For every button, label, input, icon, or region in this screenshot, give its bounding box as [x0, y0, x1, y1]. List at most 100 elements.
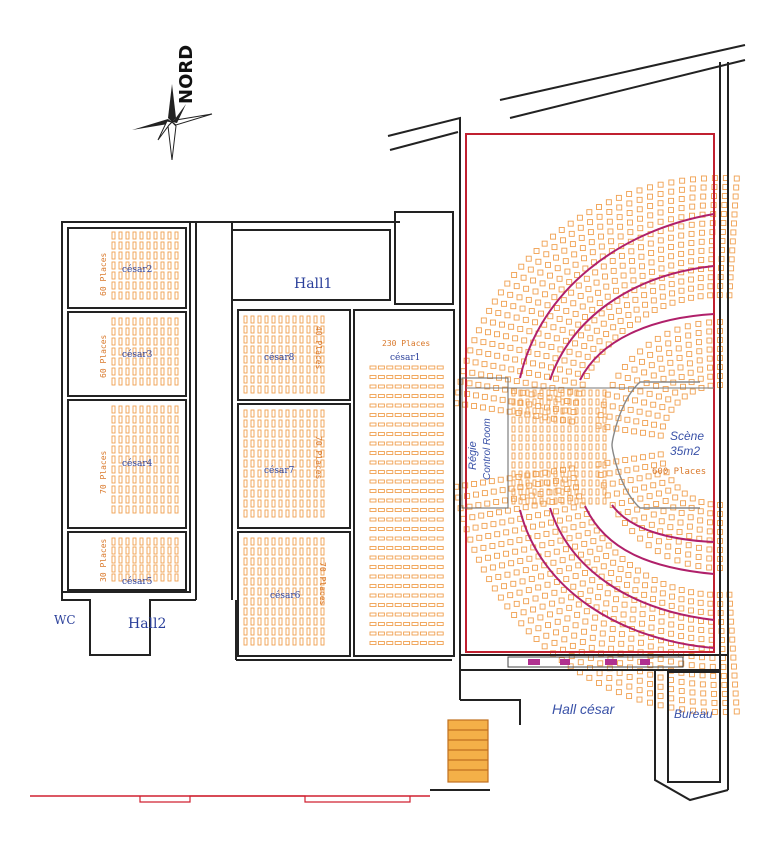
seat	[153, 317, 158, 326]
seat	[292, 479, 297, 488]
seat	[153, 337, 158, 346]
seat	[591, 317, 598, 324]
seat	[657, 432, 664, 439]
seat	[718, 265, 725, 271]
seat	[517, 484, 524, 491]
seat	[525, 434, 530, 442]
seat	[369, 479, 377, 484]
seat	[257, 577, 262, 586]
seat	[419, 508, 427, 512]
seat	[669, 584, 676, 591]
seat	[299, 365, 304, 374]
seat	[411, 375, 419, 379]
seat	[306, 557, 311, 566]
seat	[507, 592, 514, 599]
seat	[411, 441, 419, 446]
seat	[139, 485, 144, 494]
seat	[167, 564, 172, 573]
seat	[559, 557, 566, 564]
seat	[531, 502, 538, 509]
seat	[160, 546, 165, 555]
seat	[495, 573, 502, 580]
seat	[733, 708, 740, 715]
seat	[707, 510, 714, 517]
seat	[139, 555, 144, 564]
seat	[484, 383, 491, 390]
seat	[510, 388, 517, 395]
seat	[160, 261, 165, 270]
seat	[320, 429, 325, 438]
seat	[278, 409, 283, 418]
seat	[678, 623, 685, 630]
seat	[618, 500, 625, 506]
seat	[588, 398, 593, 406]
seat	[299, 479, 304, 488]
seat	[548, 539, 555, 546]
seat	[648, 268, 655, 275]
seat	[587, 219, 594, 226]
seat	[411, 622, 419, 626]
seat	[588, 452, 593, 460]
seat	[631, 455, 638, 462]
seat	[174, 271, 179, 280]
seat	[699, 220, 706, 227]
seat	[528, 575, 535, 582]
seat	[160, 445, 165, 454]
seat	[539, 603, 546, 610]
seat	[299, 637, 304, 646]
seat	[538, 310, 545, 317]
seat	[436, 489, 444, 493]
seat	[562, 625, 569, 632]
seat	[146, 357, 151, 366]
seat	[543, 251, 550, 258]
seat	[146, 347, 151, 356]
seat	[729, 247, 736, 254]
seat	[532, 425, 537, 433]
seat	[419, 527, 427, 531]
seat	[299, 345, 304, 354]
seat	[250, 489, 255, 498]
seat	[553, 497, 558, 505]
seat	[578, 551, 585, 558]
seat	[313, 637, 318, 646]
seat	[553, 305, 560, 311]
seat	[377, 641, 385, 645]
seat	[546, 489, 553, 496]
seat	[572, 573, 579, 580]
seat	[132, 415, 137, 424]
seat	[139, 445, 144, 454]
seat	[257, 459, 262, 468]
seat	[621, 282, 628, 289]
seat	[539, 407, 544, 415]
seat	[377, 508, 385, 512]
seat	[386, 622, 394, 626]
seat	[539, 362, 545, 369]
seat	[525, 416, 530, 424]
seat	[257, 449, 262, 458]
seat	[630, 606, 637, 613]
seat	[543, 353, 550, 360]
seat	[665, 543, 672, 550]
seat	[642, 464, 649, 470]
seat	[674, 326, 681, 333]
seat	[313, 617, 318, 626]
seat	[634, 567, 641, 574]
seat	[572, 310, 579, 317]
seat	[125, 425, 130, 434]
seat	[647, 193, 653, 200]
seat	[174, 455, 179, 464]
seat	[595, 389, 600, 397]
seat	[633, 465, 640, 472]
seat	[292, 429, 297, 438]
seat	[596, 670, 603, 677]
seat	[639, 611, 646, 618]
seat	[606, 218, 613, 225]
seat	[111, 367, 116, 376]
seat	[567, 407, 572, 415]
bureau-room-outline	[667, 671, 721, 783]
seat	[513, 505, 520, 512]
seat	[568, 465, 575, 472]
seat	[386, 498, 394, 503]
seat	[581, 434, 586, 442]
seat	[299, 385, 304, 394]
